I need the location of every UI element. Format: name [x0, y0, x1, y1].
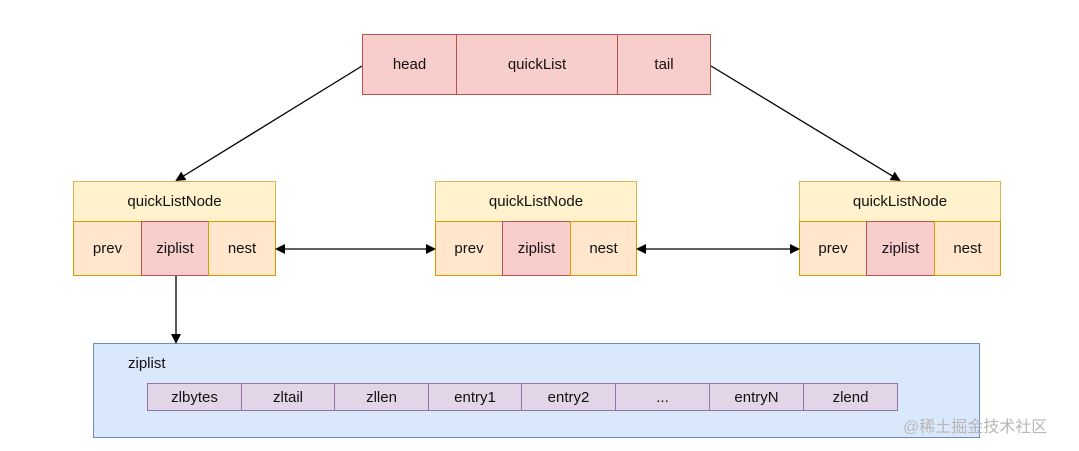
- node-0-prev-label: prev: [92, 240, 123, 257]
- ziplist-cell-label: zllen: [366, 388, 397, 406]
- quicklist-head-label: head: [392, 56, 427, 73]
- node-2-next-field: nest: [934, 221, 1001, 276]
- ziplist-cell-entryN: entryN: [709, 383, 804, 411]
- node-0-prev-field: prev: [73, 221, 142, 276]
- ziplist-cell-zlbytes: zlbytes: [147, 383, 242, 411]
- node-1-ziplist-label: ziplist: [517, 240, 556, 257]
- node-1-ziplist-field: ziplist: [502, 221, 571, 276]
- node-0-next-field: nest: [208, 221, 276, 276]
- ziplist-cell-zltail: zltail: [241, 383, 335, 411]
- node-1-next-label: nest: [589, 240, 618, 257]
- ziplist-cell-label: ...: [656, 388, 669, 406]
- head-to-first-node-arrow: [175, 65, 363, 182]
- node-2-prev-field: prev: [799, 221, 867, 276]
- node-2-ziplist-field: ziplist: [866, 221, 935, 276]
- ziplist-title: ziplist: [128, 355, 166, 372]
- ziplist-cell-entry1: entry1: [428, 383, 522, 411]
- node-2-next-label: nest: [953, 240, 982, 257]
- node-1-title: quickListNode: [435, 181, 637, 222]
- ziplist-cell-label: zlend: [832, 388, 869, 406]
- ziplist-cell-label: entry1: [454, 388, 496, 406]
- ziplist-cell-zlend: zlend: [803, 383, 898, 411]
- ziplist-cell-label: zltail: [272, 388, 303, 406]
- ziplist-cell-ellipsis: ...: [615, 383, 710, 411]
- node-0-ziplist-label: ziplist: [156, 240, 194, 257]
- node-2-title: quickListNode: [799, 181, 1001, 222]
- quicklist-name-field: quickList: [456, 34, 618, 95]
- node-1-next-field: nest: [570, 221, 637, 276]
- node-0-next-label: nest: [227, 240, 257, 257]
- node-2-prev-label: prev: [818, 240, 848, 257]
- ziplist-cell-zllen: zllen: [334, 383, 429, 411]
- node-1-prev-label: prev: [454, 240, 484, 257]
- ziplist-cell-label: entry2: [547, 388, 590, 406]
- quicklist-tail-label: tail: [654, 56, 674, 73]
- node-1-title-label: quickListNode: [488, 193, 584, 210]
- tail-to-last-node-arrow: [710, 65, 901, 182]
- ziplist-cell-label: entryN: [734, 388, 779, 406]
- quicklist-tail-field: tail: [617, 34, 711, 95]
- node-2-title-label: quickListNode: [852, 193, 948, 210]
- quicklist-name-label: quickList: [507, 56, 567, 73]
- quicklist-head-field: head: [362, 34, 457, 95]
- node-0-title-label: quickListNode: [127, 193, 222, 210]
- ziplist-cell-label: zlbytes: [171, 388, 218, 406]
- watermark: @稀土掘金技术社区: [903, 419, 1048, 436]
- node-2-ziplist-label: ziplist: [881, 240, 920, 257]
